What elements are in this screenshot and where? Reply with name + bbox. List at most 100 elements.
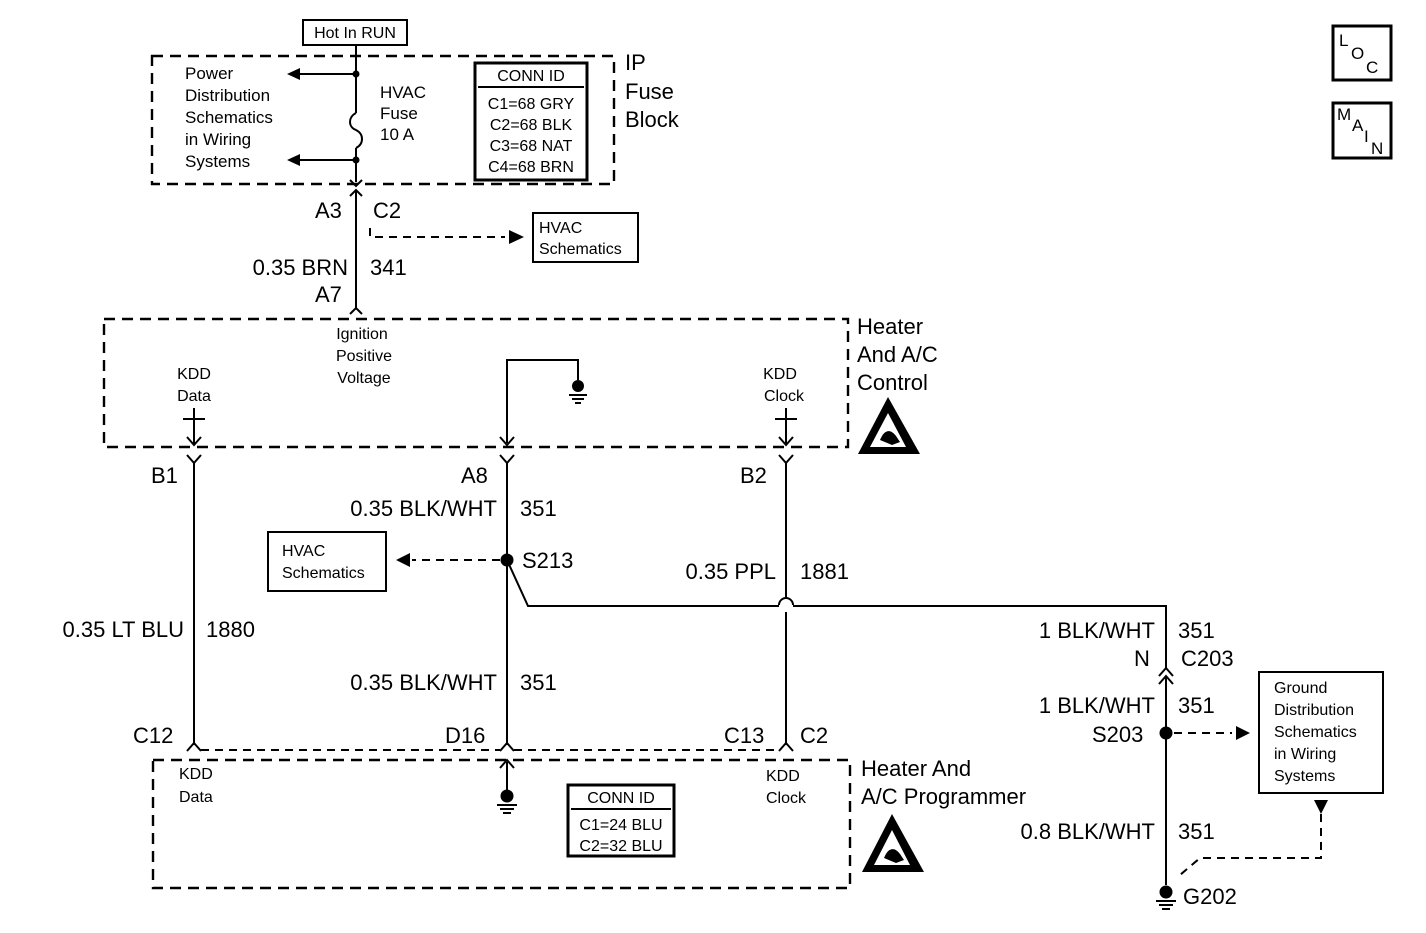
- control-title-2: And A/C: [857, 342, 938, 367]
- arrow-left-icon: [396, 553, 410, 567]
- control-box: [102, 317, 850, 449]
- wire-351-g202-size-color: 0.8 BLK/WHT: [1021, 819, 1155, 844]
- pin-c13-label: C13: [724, 723, 764, 748]
- control-kdd-data-text-1: KDD: [177, 366, 211, 383]
- ground-dist-text-5: Systems: [1274, 768, 1335, 785]
- wire-351-s203-size-color: 1 BLK/WHT: [1039, 693, 1155, 718]
- main-letter-m: M: [1337, 105, 1351, 124]
- power-dist-text-5: Systems: [185, 152, 250, 171]
- main-letter-i: I: [1364, 127, 1369, 146]
- ground-dist-text-1: Ground: [1274, 680, 1327, 697]
- ip-fuse-block-title-2: Fuse: [625, 79, 674, 104]
- pin-b1-label: B1: [151, 463, 178, 488]
- hot-in-run-label: Hot In RUN: [314, 25, 396, 42]
- hvac-schematics-link-top[interactable]: HVAC Schematics: [532, 212, 639, 263]
- hvac-schematics-top-text-1: HVAC: [539, 220, 582, 237]
- hvac-schematics-top-text-2: Schematics: [539, 241, 622, 258]
- hvac-schematics-mid-text-1: HVAC: [282, 543, 325, 560]
- conn-id-top-row-2: C2=68 BLK: [490, 117, 573, 134]
- power-dist-text-4: in Wiring: [185, 130, 251, 149]
- arrow-up-icon: [1314, 800, 1328, 814]
- splice-s203-label: S203: [1092, 722, 1143, 747]
- ignition-text-2: Positive: [336, 348, 392, 365]
- splice-s203-dot: [1159, 726, 1173, 740]
- loc-button[interactable]: L O C: [1331, 24, 1393, 82]
- conn-id-top-row-4: C4=68 BRN: [488, 159, 574, 176]
- connector-c2-top-label: C2: [373, 198, 401, 223]
- pin-c12-label: C12: [133, 723, 173, 748]
- wire-341-circuit: 341: [370, 255, 407, 280]
- programmer-kdd-data-text-2: Data: [179, 789, 213, 806]
- hvac-fuse-text-1: HVAC: [380, 83, 426, 102]
- hvac-schematics-link-mid[interactable]: HVAC Schematics: [267, 531, 387, 592]
- hvac-fuse: [287, 44, 363, 182]
- programmer-kdd-clock-text-1: KDD: [766, 768, 800, 785]
- loc-letter-l: L: [1339, 31, 1348, 50]
- conn-id-top-title: CONN ID: [497, 68, 565, 85]
- connector-a3-label: A3: [315, 198, 342, 223]
- wire-341-size-color: 0.35 BRN: [253, 255, 348, 280]
- wire-351-g202-circuit: 351: [1178, 819, 1215, 844]
- power-dist-text-2: Distribution: [185, 86, 270, 105]
- programmer-title-1: Heater And: [861, 756, 971, 781]
- control-title-1: Heater: [857, 314, 923, 339]
- pin-c2-bottom-label: C2: [800, 723, 828, 748]
- main-letter-n: N: [1371, 139, 1383, 158]
- ground-dist-text-4: in Wiring: [1274, 746, 1336, 763]
- connector-a7-label: A7: [315, 282, 342, 307]
- programmer-kdd-clock-text-2: Clock: [766, 790, 807, 807]
- conn-id-table-bottom: CONN ID C1=24 BLU C2=32 BLU: [566, 783, 676, 858]
- conn-id-table-top: CONN ID C1=68 GRY C2=68 BLK C3=68 NAT C4…: [473, 61, 589, 182]
- ip-fuse-block-title-1: IP: [625, 50, 646, 75]
- wire-1881-circuit: 1881: [800, 559, 849, 584]
- ground-g202-icon: [1156, 900, 1176, 910]
- conn-id-top-row-1: C1=68 GRY: [488, 96, 575, 113]
- ground-symbol-icon: [497, 804, 517, 814]
- wire-1880-size-color: 0.35 LT BLU: [63, 617, 184, 642]
- splice-s213-label: S213: [522, 548, 573, 573]
- ground-g202-label: G202: [1183, 884, 1237, 909]
- wire-1880-circuit: 1880: [206, 617, 255, 642]
- hot-in-run-label-box: Hot In RUN: [302, 19, 408, 46]
- wire-351-c203-circuit: 351: [1178, 618, 1215, 643]
- conn-id-bottom-row-2: C2=32 BLU: [579, 838, 662, 855]
- main-button[interactable]: M A I N: [1331, 101, 1393, 160]
- ignition-text-1: Ignition: [336, 326, 388, 343]
- arrow-left-icon: [287, 154, 300, 166]
- programmer-kdd-data-text-1: KDD: [179, 766, 213, 783]
- wire-351-lower-size-color: 0.35 BLK/WHT: [350, 670, 497, 695]
- conn-id-bottom-title: CONN ID: [587, 790, 655, 807]
- programmer-box: [151, 758, 852, 890]
- ignition-text-3: Voltage: [337, 370, 390, 387]
- power-dist-text-1: Power: [185, 64, 234, 83]
- conn-id-bottom-row-1: C1=24 BLU: [579, 817, 662, 834]
- pin-b2-label: B2: [740, 463, 767, 488]
- wire-351-s203-circuit: 351: [1178, 693, 1215, 718]
- arrow-left-icon: [509, 230, 524, 244]
- wire-351-upper-size-color: 0.35 BLK/WHT: [350, 496, 497, 521]
- ground-dist-text-3: Schematics: [1274, 724, 1357, 741]
- main-letter-a: A: [1352, 116, 1364, 135]
- pin-d16-label: D16: [445, 723, 485, 748]
- ground-dist-text-2: Distribution: [1274, 702, 1354, 719]
- loc-letter-c: C: [1366, 58, 1378, 77]
- programmer-title-2: A/C Programmer: [861, 784, 1026, 809]
- wire-351-upper-circuit: 351: [520, 496, 557, 521]
- wire-1881-size-color: 0.35 PPL: [685, 559, 776, 584]
- connector-c203-label: C203: [1181, 646, 1234, 671]
- conn-id-top-row-3: C3=68 NAT: [490, 138, 573, 155]
- arrow-left-icon: [287, 68, 300, 80]
- power-dist-text-3: Schematics: [185, 108, 273, 127]
- esd-warning-icon: [862, 814, 924, 872]
- ip-fuse-block-title-3: Block: [625, 107, 680, 132]
- control-title-3: Control: [857, 370, 928, 395]
- wire-351-lower-circuit: 351: [520, 670, 557, 695]
- control-kdd-clock-text-1: KDD: [763, 366, 797, 383]
- wire-351-c203-size-color: 1 BLK/WHT: [1039, 618, 1155, 643]
- ground-distribution-link[interactable]: Ground Distribution Schematics in Wiring…: [1258, 671, 1384, 794]
- esd-warning-icon: [858, 397, 920, 454]
- control-kdd-data-text-2: Data: [177, 388, 211, 405]
- loc-letter-o: O: [1351, 44, 1364, 63]
- hvac-fuse-text-3: 10 A: [380, 125, 415, 144]
